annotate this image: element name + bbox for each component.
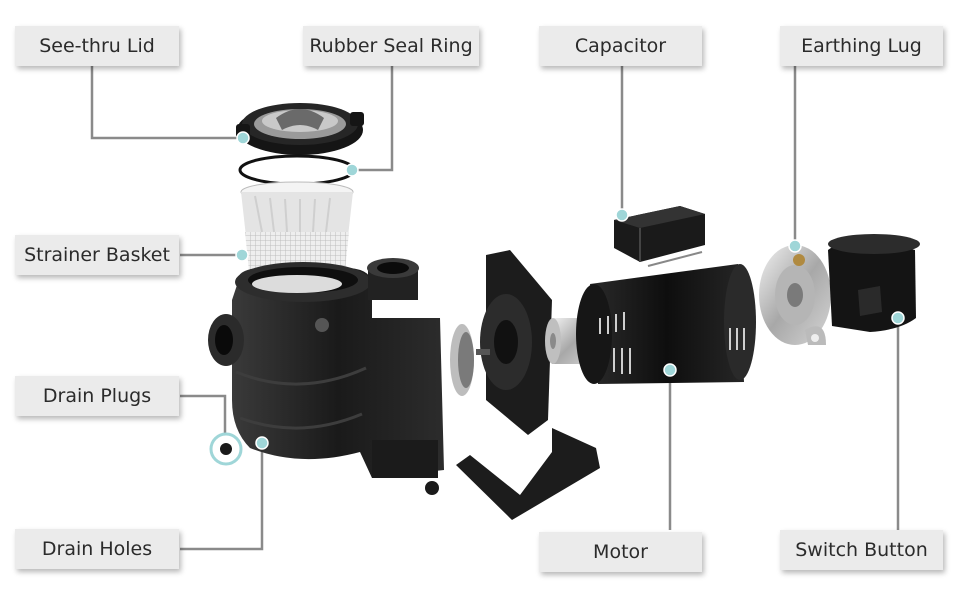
motor-bracket xyxy=(476,250,552,435)
marker-dot-capacitor xyxy=(615,208,629,222)
leader-line-rubber-seal-ring xyxy=(352,66,394,172)
marker-dot-switch-button xyxy=(891,311,905,325)
marker-dot-strainer-basket xyxy=(235,248,249,262)
leader-line-drain-holes xyxy=(180,443,264,551)
end-plate xyxy=(759,245,831,345)
label-drain-plugs: Drain Plugs xyxy=(15,376,179,416)
marker-dots xyxy=(235,131,905,450)
see-thru-lid xyxy=(236,103,364,155)
switch-cover xyxy=(828,234,920,332)
marker-dot-rubber-seal-ring xyxy=(345,163,359,177)
label-earthing-lug: Earthing Lug xyxy=(780,26,943,66)
base-stand xyxy=(456,428,600,520)
motor xyxy=(576,264,756,384)
label-drain-holes: Drain Holes xyxy=(15,529,179,569)
drain-plug-callout xyxy=(209,432,243,466)
leader-line-drain-plugs xyxy=(180,394,227,442)
marker-dot-earthing-lug xyxy=(788,239,802,253)
marker-dot-motor xyxy=(663,363,677,377)
label-capacitor: Capacitor xyxy=(539,26,702,66)
pump-housing xyxy=(208,258,444,478)
rubber-seal-ring xyxy=(238,154,356,186)
label-switch-button: Switch Button xyxy=(780,530,943,570)
seal-plate xyxy=(450,324,474,396)
marker-dot-drain-holes xyxy=(255,436,269,450)
label-rubber-seal-ring: Rubber Seal Ring xyxy=(303,26,479,66)
capacitor xyxy=(614,206,705,267)
label-strainer-basket: Strainer Basket xyxy=(15,235,179,275)
leader-line-see-thru-lid xyxy=(90,66,243,140)
drain-plug-part xyxy=(425,481,439,495)
leader-lines xyxy=(90,66,900,551)
label-motor: Motor xyxy=(539,532,702,572)
label-see-thru-lid: See-thru Lid xyxy=(15,26,179,66)
marker-dot-see-thru-lid xyxy=(236,131,250,145)
